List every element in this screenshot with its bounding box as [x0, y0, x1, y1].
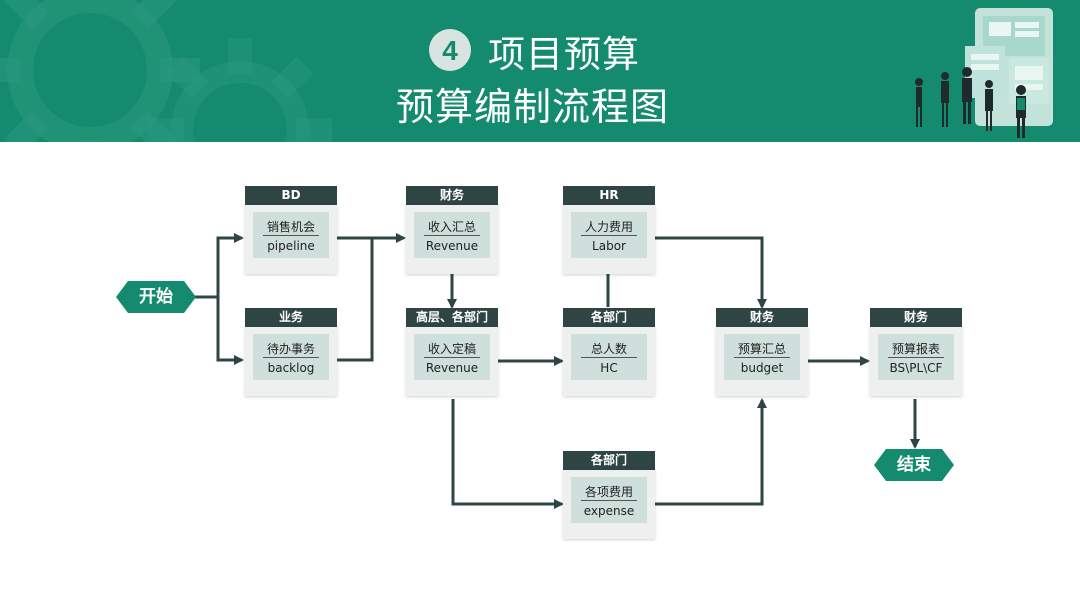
- node-en-label: expense: [583, 504, 635, 518]
- node-dept: 各部门: [563, 451, 655, 470]
- node-dept: HR: [563, 186, 655, 205]
- node-dept: 高层、各部门: [406, 308, 498, 327]
- arrow-to-ops: [216, 297, 244, 365]
- node-ops: 业务 待办事务 backlog: [245, 308, 337, 396]
- gear-decoration-icon: [0, 0, 200, 142]
- node-divider: [581, 235, 637, 236]
- node-dept: 财务: [406, 186, 498, 205]
- hexagon-shape-icon: [874, 449, 954, 481]
- arrow-exp-to-budget: [655, 398, 767, 506]
- node-cn-label: 预算汇总: [737, 342, 786, 356]
- node-divider: [424, 235, 480, 236]
- arrow-mgmt-to-exp: [451, 399, 564, 509]
- node-fin-revenue: 财务 收入汇总 Revenue: [406, 186, 498, 274]
- node-dept: 财务: [870, 308, 962, 327]
- end-label: 结束: [897, 455, 931, 475]
- gear-decoration-icon: [148, 38, 332, 142]
- node-budget: 财务 预算汇总 budget: [716, 308, 808, 396]
- node-report: 财务 预算报表 BS\PL\CF: [870, 308, 962, 396]
- node-cn-label: 预算报表: [891, 342, 940, 356]
- node-bd: BD 销售机会 pipeline: [245, 186, 337, 274]
- number-badge-icon: 4: [429, 29, 471, 71]
- start-label: 开始: [139, 287, 173, 307]
- end-terminal: 结束: [874, 449, 954, 481]
- node-divider: [263, 357, 319, 358]
- arrow-ops-to-fin1: [337, 238, 374, 362]
- header-banner: 4 项目预算 预算编制流程图: [0, 0, 1080, 142]
- node-cn-label: 总人数: [590, 342, 627, 356]
- node-en-label: BS\PL\CF: [889, 361, 943, 375]
- arrow-to-bd: [216, 233, 244, 297]
- node-divider: [734, 357, 790, 358]
- node-cn-label: 人力费用: [584, 220, 633, 234]
- page-title: 项目预算: [488, 33, 640, 76]
- number-badge-text: 4: [442, 35, 458, 66]
- node-en-label: Revenue: [425, 239, 479, 253]
- node-hr-labor: HR 人力费用 Labor: [563, 186, 655, 274]
- hexagon-shape-icon: [116, 281, 196, 313]
- node-mgmt-revenue: 高层、各部门 收入定稿 Revenue: [406, 308, 498, 396]
- node-expense: 各部门 各项费用 expense: [563, 451, 655, 539]
- node-en-label: Revenue: [425, 361, 479, 375]
- node-divider: [581, 357, 637, 358]
- node-dept: BD: [245, 186, 337, 205]
- node-en-label: HC: [600, 361, 618, 375]
- node-cn-label: 销售机会: [266, 220, 315, 234]
- node-divider: [263, 235, 319, 236]
- budget-flowchart: 开始 结束 BD 销售机会 pipeline 业务 待办事务 backlog 财…: [0, 142, 1080, 608]
- flow-arrows: [192, 233, 920, 509]
- node-cn-label: 收入定稿: [427, 342, 476, 356]
- node-en-label: backlog: [267, 361, 315, 375]
- node-cn-label: 各项费用: [584, 485, 633, 499]
- start-terminal: 开始: [116, 281, 196, 313]
- node-hc: 各部门 总人数 HC: [563, 308, 655, 396]
- node-en-label: pipeline: [267, 239, 315, 253]
- node-cn-label: 待办事务: [266, 342, 315, 356]
- node-cn-label: 收入汇总: [427, 220, 476, 234]
- node-divider: [424, 357, 480, 358]
- node-en-label: Labor: [592, 239, 626, 253]
- node-divider: [581, 500, 637, 501]
- arrow-hr-to-budget: [655, 236, 767, 309]
- node-divider: [888, 357, 944, 358]
- node-dept: 业务: [245, 308, 337, 327]
- node-dept: 各部门: [563, 308, 655, 327]
- node-dept: 财务: [716, 308, 808, 327]
- business-people-illustration-icon: [915, 8, 1053, 138]
- node-en-label: budget: [740, 361, 784, 375]
- page-subtitle: 预算编制流程图: [396, 85, 670, 129]
